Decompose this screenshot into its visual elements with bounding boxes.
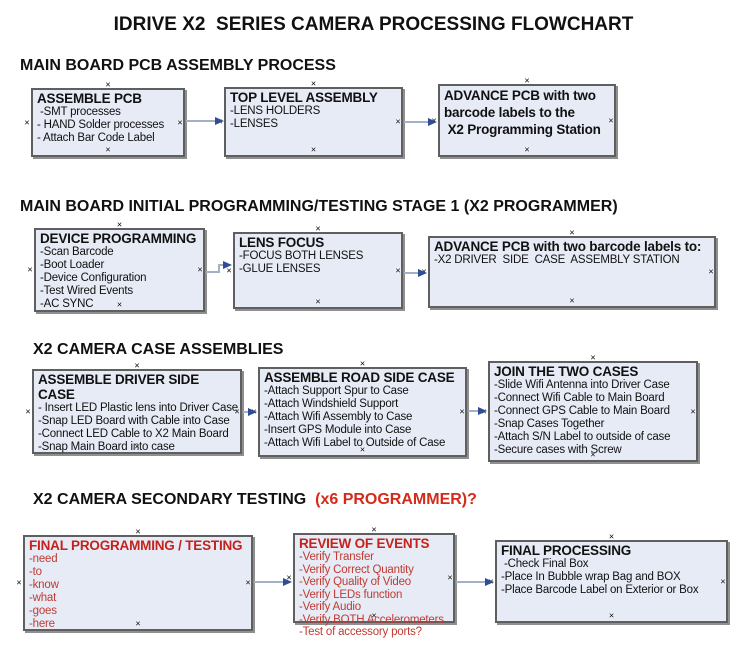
connection-point-marker-icon: × [134, 360, 140, 371]
box-items: -SMT processes - HAND Solder processes -… [37, 106, 165, 144]
connection-point-marker-icon: × [315, 223, 321, 234]
box-title: ASSEMBLE DRIVER SIDE CASE [38, 372, 203, 402]
connection-point-marker-icon: × [310, 144, 317, 155]
box-title: ADVANCE PCB with two barcode labels to: [434, 239, 702, 254]
flow-box-lens-focus: LENS FOCUS -FOCUS BOTH LENSES -GLUE LENS… [226, 224, 403, 309]
section-heading-case-assemblies: X2 CAMERA CASE ASSEMBLIES [33, 341, 283, 359]
box-items: -need -to -know -what -goes -here [29, 553, 59, 630]
connection-point-marker-icon: × [105, 79, 111, 90]
connection-point-marker-icon: × [105, 144, 111, 155]
box-title: ADVANCE PCB with two barcode labels to t… [444, 88, 601, 137]
flow-box-assemble-driver-side-case: ASSEMBLE DRIVER SIDE CASE - Insert LED P… [25, 361, 242, 454]
connection-point-marker-icon: × [590, 352, 596, 363]
connection-point-marker-icon: × [135, 526, 141, 537]
box-items: -Attach Support Spur to Case -Attach Win… [264, 385, 446, 449]
flow-box-review-of-events: REVIEW OF EVENTS -Verify Transfer -Verif… [286, 525, 455, 638]
connection-point-marker-icon: × [708, 266, 714, 277]
flow-box-advance-pcb-programming-station: ADVANCE PCB with two barcode labels to t… [431, 76, 616, 157]
section-heading-text: MAIN BOARD INITIAL PROGRAMMING/TESTING S… [20, 198, 618, 215]
connection-point-marker-icon: × [569, 227, 575, 238]
connection-point-marker-icon: × [315, 296, 321, 307]
flow-box-assemble-road-side-case: ASSEMBLE ROAD SIDE CASE -Attach Support … [251, 359, 467, 457]
section-heading-text: X2 CAMERA CASE ASSEMBLIES [33, 341, 284, 358]
connection-point-marker-icon: × [608, 610, 615, 621]
box-title: ASSEMBLE ROAD SIDE CASE [264, 370, 455, 385]
connection-point-marker-icon: × [24, 117, 30, 127]
connection-point-marker-icon: × [25, 406, 31, 416]
box-items: -Check Final Box -Place In Bubble wrap B… [501, 558, 699, 596]
connection-point-marker-icon: × [116, 219, 123, 230]
section-heading-text: X2 CAMERA SECONDARY TESTING [33, 491, 311, 508]
page-title: IDRIVE X2 SERIES CAMERA PROCESSING FLOWC… [113, 14, 634, 35]
box-items: -Slide Wifi Antenna into Driver Case -Co… [494, 379, 671, 456]
section-heading-pcb-assembly: MAIN BOARD PCB ASSEMBLY PROCESS [20, 57, 336, 75]
connection-point-marker-icon: × [16, 577, 22, 588]
box-title: FINAL PROCESSING [501, 543, 632, 558]
box-items: -X2 DRIVER SIDE CASE ASSEMBLY STATION [434, 254, 680, 266]
connection-point-marker-icon: × [524, 144, 530, 155]
box-items: -LENS HOLDERS -LENSES [230, 105, 321, 130]
connection-point-marker-icon: × [569, 295, 575, 306]
section-heading-initial-programming: MAIN BOARD INITIAL PROGRAMMING/TESTING S… [20, 198, 618, 216]
connection-point-marker-icon: × [371, 524, 377, 535]
box-items: -Verify Transfer -Verify Correct Quantit… [299, 551, 444, 638]
section-heading-red-text: (x6 PROGRAMMER)? [310, 491, 477, 508]
connection-point-marker-icon: × [27, 264, 33, 275]
box-title: REVIEW OF EVENTS [299, 536, 430, 551]
section-heading-secondary-testing: X2 CAMERA SECONDARY TESTING (x6 PROGRAMM… [33, 491, 477, 509]
box-title: DEVICE PROGRAMMING [40, 231, 197, 246]
flow-box-device-programming: DEVICE PROGRAMMING -Scan Barcode -Boot L… [27, 220, 205, 312]
box-title: TOP LEVEL ASSEMBLY [230, 90, 378, 105]
section-heading-text: MAIN BOARD PCB ASSEMBLY PROCESS [20, 57, 336, 74]
box-title: LENS FOCUS [239, 235, 325, 250]
connection-point-marker-icon: × [310, 78, 317, 89]
box-items: -Scan Barcode -Boot Loader -Device Confi… [40, 246, 147, 310]
box-title: FINAL PROGRAMMING / TESTING [29, 538, 243, 553]
flow-box-join-the-two-cases: JOIN THE TWO CASES -Slide Wifi Antenna i… [481, 353, 698, 462]
connection-point-marker-icon: × [524, 75, 530, 86]
flow-box-advance-pcb-driver-side-station: ADVANCE PCB with two barcode labels to: … [421, 228, 716, 308]
flow-box-final-programming-testing: FINAL PROGRAMMING / TESTING -need -to -k… [16, 527, 253, 631]
flow-box-assemble-pcb: ASSEMBLE PCB -SMT processes - HAND Solde… [24, 80, 185, 157]
flow-box-top-level-assembly: TOP LEVEL ASSEMBLY -LENS HOLDERS -LENSES… [217, 79, 403, 157]
flow-box-final-processing: FINAL PROCESSING -Check Final Box -Place… [488, 532, 728, 623]
box-items: - Insert LED Plastic lens into Driver Ca… [38, 402, 238, 453]
connection-point-marker-icon: × [359, 358, 366, 369]
box-items: -FOCUS BOTH LENSES -GLUE LENSES [239, 250, 364, 275]
connection-point-marker-icon: × [608, 531, 615, 542]
box-title: JOIN THE TWO CASES [494, 364, 639, 379]
box-title: ASSEMBLE PCB [37, 91, 142, 106]
